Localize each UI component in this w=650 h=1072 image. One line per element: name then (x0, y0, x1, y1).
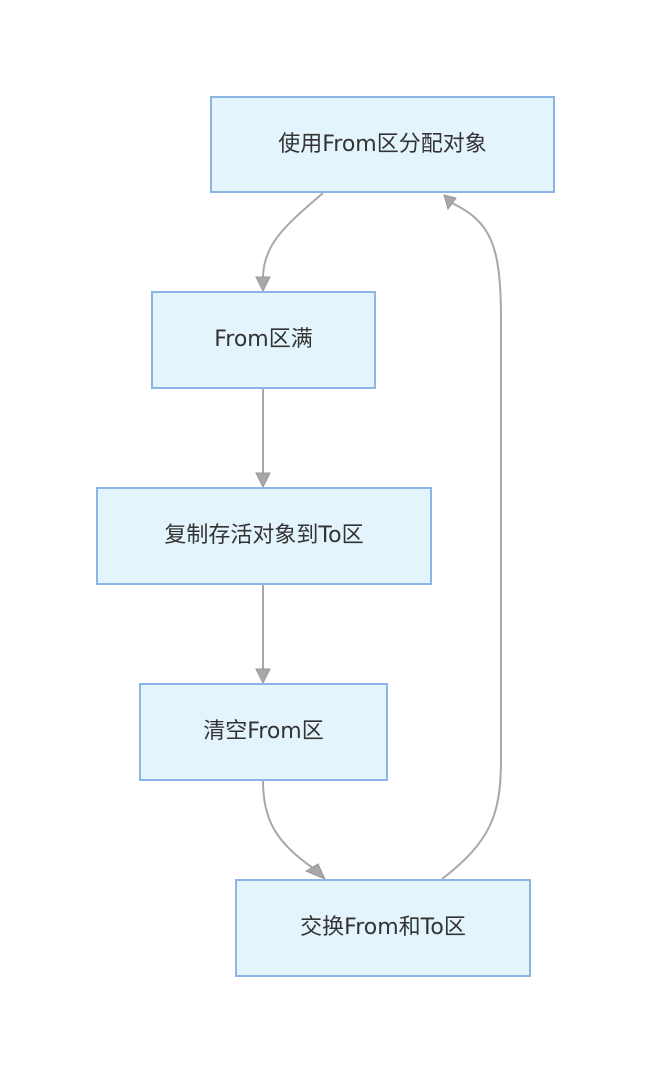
edge-clear-to-swap (262, 780, 314, 869)
node-allocate-label: 使用From区分配对象 (278, 131, 487, 157)
edge-swap-to-allocate (441, 202, 502, 880)
node-copy: 复制存活对象到To区 (96, 487, 432, 585)
node-swap: 交换From和To区 (235, 879, 531, 977)
arrowhead-allocate (443, 194, 457, 211)
node-full: From区满 (151, 291, 376, 389)
arrowhead-swap (304, 863, 327, 880)
node-swap-label: 交换From和To区 (300, 915, 466, 940)
arrowhead-clear (255, 668, 271, 685)
node-clear-label: 清空From区 (203, 719, 324, 744)
node-copy-label: 复制存活对象到To区 (164, 523, 364, 548)
edge-allocate-to-full (262, 192, 324, 279)
arrowhead-copy (255, 472, 271, 489)
node-full-label: From区满 (214, 327, 313, 352)
node-allocate: 使用From区分配对象 (210, 96, 555, 193)
arrowhead-full (255, 276, 271, 293)
node-clear: 清空From区 (139, 683, 388, 781)
